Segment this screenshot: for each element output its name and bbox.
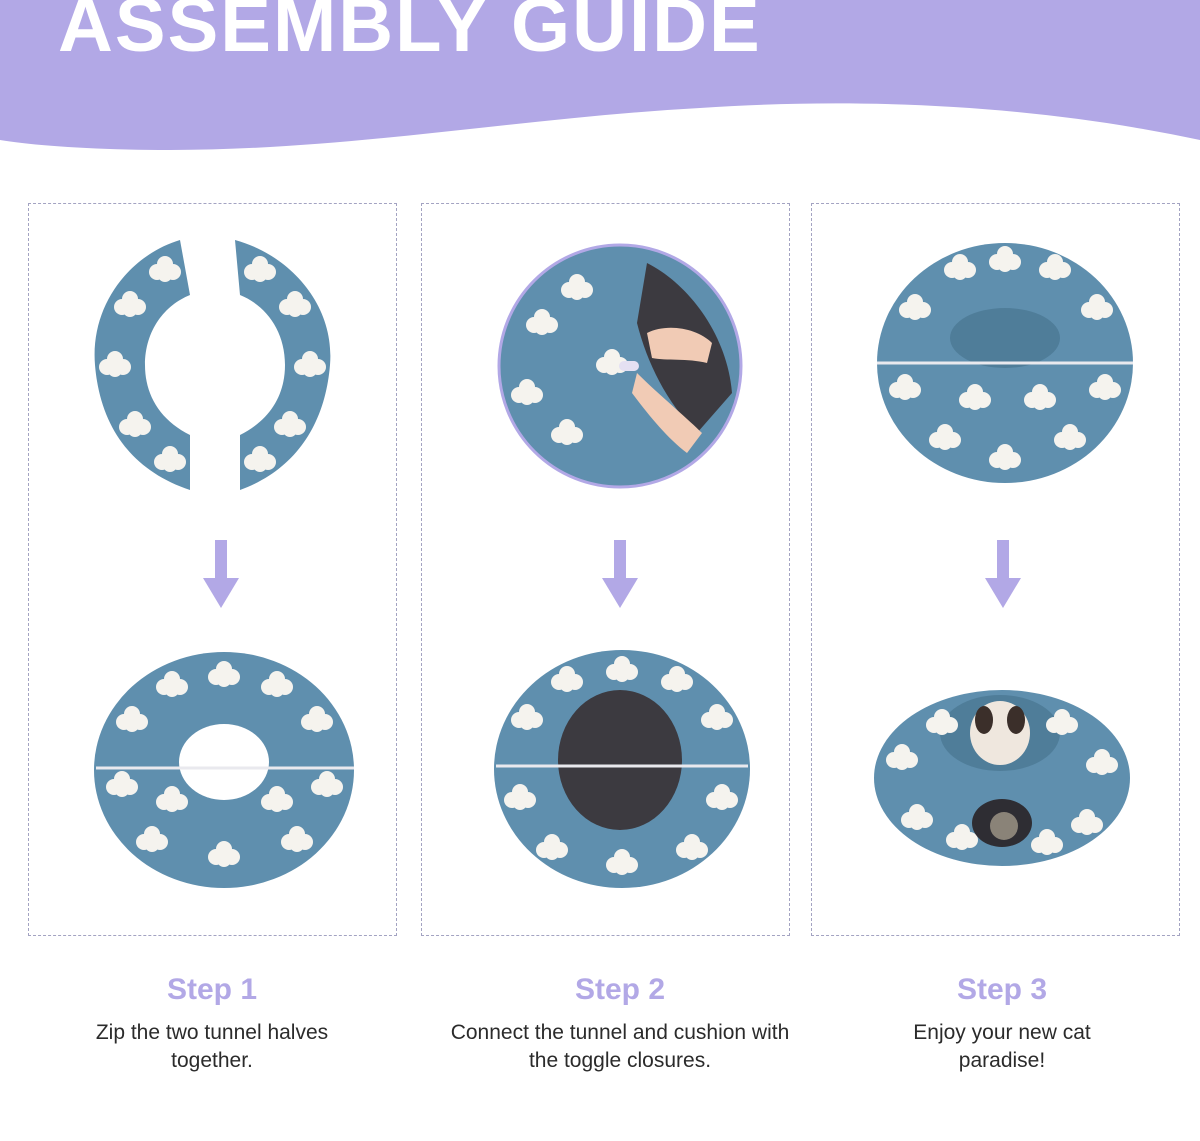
step-3-description: Enjoy your new cat paradise! [913, 1021, 1091, 1072]
banner-wave [0, 0, 1200, 150]
step-1-title: Step 1 [166, 973, 258, 1006]
arrow-down-icon [203, 540, 239, 608]
step-1-bottom-image [94, 652, 354, 888]
step-2-bottom-image [494, 650, 750, 888]
arrow-down-icon [985, 540, 1021, 608]
step-1-top-image [94, 240, 331, 490]
step-3-title: Step 3 [956, 973, 1048, 1006]
step-1-description: Zip the two tunnel halves together. [95, 1021, 329, 1072]
step-2-title: Step 2 [574, 973, 666, 1006]
page-title: ASSEMBLY GUIDE [58, 0, 762, 68]
arrow-down-icon [602, 540, 638, 608]
step-3-bottom-image [874, 690, 1130, 866]
step-2-panel [421, 203, 790, 936]
step-2-top-image [497, 243, 743, 489]
step-3-top-image [877, 243, 1133, 483]
step-3-panel [811, 203, 1180, 936]
step-1-panel [28, 203, 397, 936]
step-2-description: Connect the tunnel and cushion with the … [450, 1021, 790, 1072]
header-banner: ASSEMBLY GUIDE [0, 0, 1200, 160]
